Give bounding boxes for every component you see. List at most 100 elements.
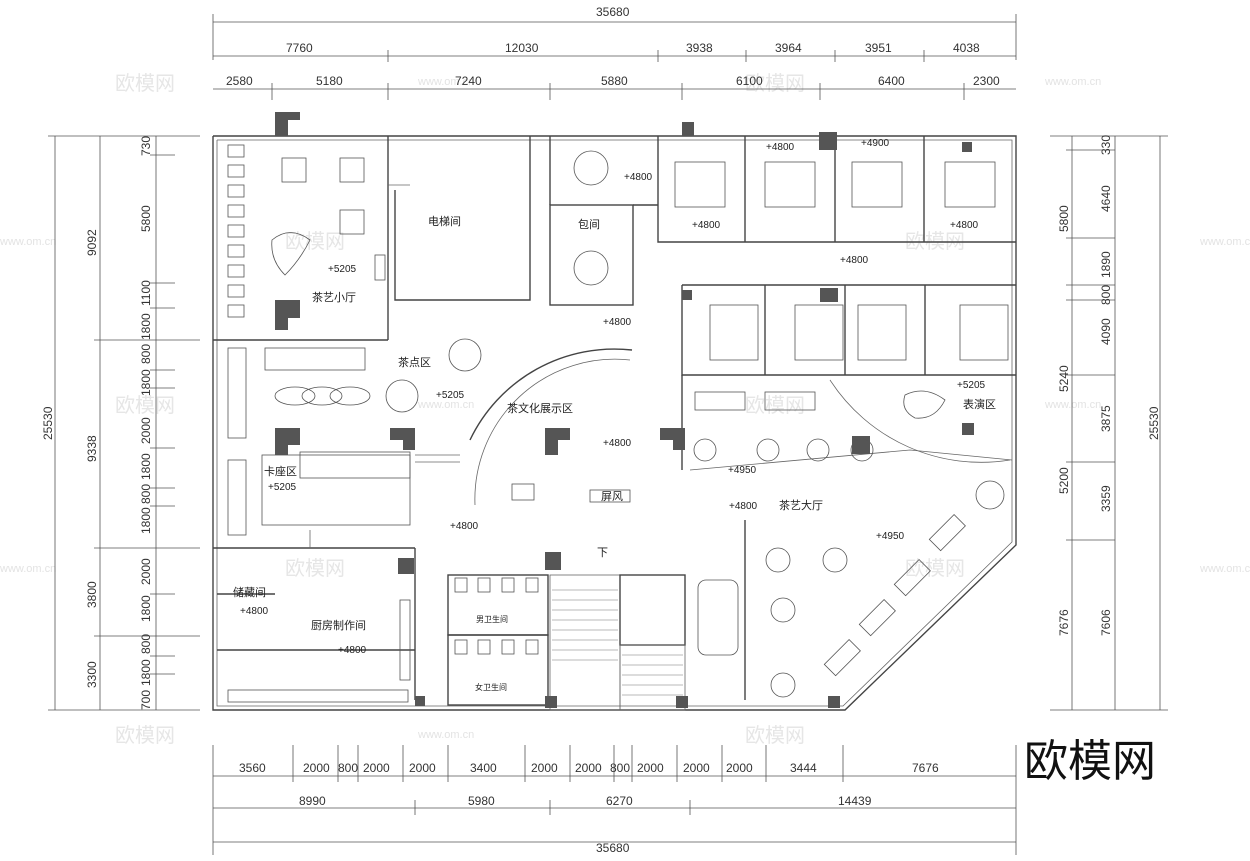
column <box>545 696 557 708</box>
dim-left-outer: 9338 <box>85 435 99 462</box>
elevation-label: +5205 <box>268 482 297 493</box>
elevation-label: +4950 <box>876 531 905 542</box>
room-label-womens-wc: 女卫生间 <box>475 682 507 692</box>
columns <box>275 112 974 708</box>
room-label-down: 下 <box>597 546 608 559</box>
watermark-url: www.om.cn <box>1199 563 1250 575</box>
dim-bottom-1: 3400 <box>470 761 497 775</box>
dim-top-2: 5880 <box>601 74 628 88</box>
dim-right-inner: 3875 <box>1099 405 1113 432</box>
watermark-url: www.om.cn <box>1044 76 1101 88</box>
dim-top-1: 12030 <box>505 41 539 55</box>
elevation-label: +5205 <box>436 390 465 401</box>
dim-right-outer: 5240 <box>1057 365 1071 392</box>
room-label-tea-hall: 茶艺大厅 <box>779 498 823 512</box>
elevation-label: +4800 <box>603 317 632 328</box>
dim-right-inner: 330 <box>1099 135 1113 155</box>
column <box>415 696 425 706</box>
watermark-url: www.om.cn <box>1044 399 1101 411</box>
elevation-label: +4800 <box>692 220 721 231</box>
private-room-wall <box>549 204 634 306</box>
exterior-wall <box>212 135 1017 711</box>
room-labels: 茶艺小厅 电梯间 包间 茶点区 茶文化展示区 卡座区 屏风 茶艺大厅 表演区 储… <box>233 215 996 692</box>
bottom-dimension-labels: 3560 2000 800 2000 2000 3400 2000 2000 8… <box>239 761 939 855</box>
watermark-text: 欧模网 <box>115 393 175 417</box>
elevation-label: +4800 <box>840 255 869 266</box>
brand-logo: 欧模网 <box>1024 736 1156 787</box>
dim-top-1: 3964 <box>775 41 802 55</box>
dim-bottom-2: 6270 <box>606 794 633 808</box>
watermark-text: 欧模网 <box>115 723 175 747</box>
column <box>828 696 840 708</box>
dim-right-inner: 4640 <box>1099 185 1113 212</box>
vip-wall <box>657 136 1016 243</box>
dim-right-outer: 5800 <box>1057 205 1071 232</box>
watermark-text: 欧模网 <box>745 723 805 747</box>
dim-bottom-1: 2000 <box>726 761 753 775</box>
dim-left-inner: 730 <box>139 136 153 156</box>
room-label-mens-wc: 男卫生间 <box>476 614 508 624</box>
dim-bottom-1: 800 <box>610 761 630 775</box>
dim-bottom-1: 2000 <box>637 761 664 775</box>
elevation-label: +4800 <box>450 521 479 532</box>
column <box>819 132 837 150</box>
watermark-text: 欧模网 <box>745 71 805 95</box>
dim-top-2: 2580 <box>226 74 253 88</box>
bottom-dimensions <box>212 745 1017 855</box>
room-label-booth: 卡座区 <box>264 464 297 478</box>
room-label-storage: 储藏间 <box>233 585 266 599</box>
elevation-marks: +5205 +5205 +5205 +5205 +4800 +4800 +480… <box>240 138 986 656</box>
watermark-text: 欧模网 <box>905 556 965 580</box>
dim-top-2: 2300 <box>973 74 1000 88</box>
column <box>962 142 972 152</box>
display-arc <box>469 348 633 441</box>
dim-left-outer: 3300 <box>85 661 99 688</box>
stair-treads <box>552 589 683 696</box>
column <box>682 122 694 136</box>
left-dimension-labels: 25530 9092 9338 3800 3300 730 5800 1100 … <box>41 136 153 710</box>
elevation-label: +4800 <box>729 501 758 512</box>
watermark-text: 欧模网 <box>285 556 345 580</box>
dim-top-1: 3938 <box>686 41 713 55</box>
dim-left-outer: 3800 <box>85 581 99 608</box>
watermark-url: www.om.cn <box>0 236 56 248</box>
dim-top-total: 35680 <box>596 5 630 19</box>
dim-bottom-2: 5980 <box>468 794 495 808</box>
column <box>545 552 561 570</box>
dim-left-inner: 1800 <box>139 507 153 534</box>
furniture <box>227 144 1009 703</box>
dim-top-2: 5180 <box>316 74 343 88</box>
dim-bottom-1: 2000 <box>683 761 710 775</box>
dim-bottom-1: 2000 <box>303 761 330 775</box>
dim-bottom-1: 7676 <box>912 761 939 775</box>
dim-bottom-1: 2000 <box>409 761 436 775</box>
elevator-wall <box>394 136 531 301</box>
top-dimension-labels: 35680 7760 12030 3938 3964 3951 4038 258… <box>226 5 1000 88</box>
column <box>275 112 300 136</box>
dim-bottom-1: 800 <box>338 761 358 775</box>
dim-right-inner: 3359 <box>1099 485 1113 512</box>
dim-left-outer: 9092 <box>85 229 99 256</box>
dim-right-inner: 7606 <box>1099 609 1113 636</box>
watermark-text: 欧模网 <box>115 71 175 95</box>
dim-right-outer: 5200 <box>1057 467 1071 494</box>
elevation-label: +4800 <box>338 645 367 656</box>
right-dimensions <box>1050 135 1168 711</box>
dim-left-inner: 1800 <box>139 453 153 480</box>
dim-top-1: 7760 <box>286 41 313 55</box>
dim-left-inner: 1800 <box>139 313 153 340</box>
dim-left-total: 25530 <box>41 406 55 440</box>
dim-bottom-2: 14439 <box>838 794 872 808</box>
watermark-url: www.om.cn <box>0 563 56 575</box>
room-label-tea-small-hall: 茶艺小厅 <box>312 291 356 304</box>
room-label-performance: 表演区 <box>963 397 996 411</box>
dim-right-inner: 4090 <box>1099 318 1113 345</box>
column <box>275 300 300 330</box>
watermark-url: www.om.cn <box>417 76 474 88</box>
dim-bottom-total: 35680 <box>596 841 630 855</box>
dim-left-inner: 1800 <box>139 595 153 622</box>
dim-bottom-1: 2000 <box>575 761 602 775</box>
dim-left-inner: 2000 <box>139 417 153 444</box>
watermark-url: www.om.cn <box>417 729 474 741</box>
